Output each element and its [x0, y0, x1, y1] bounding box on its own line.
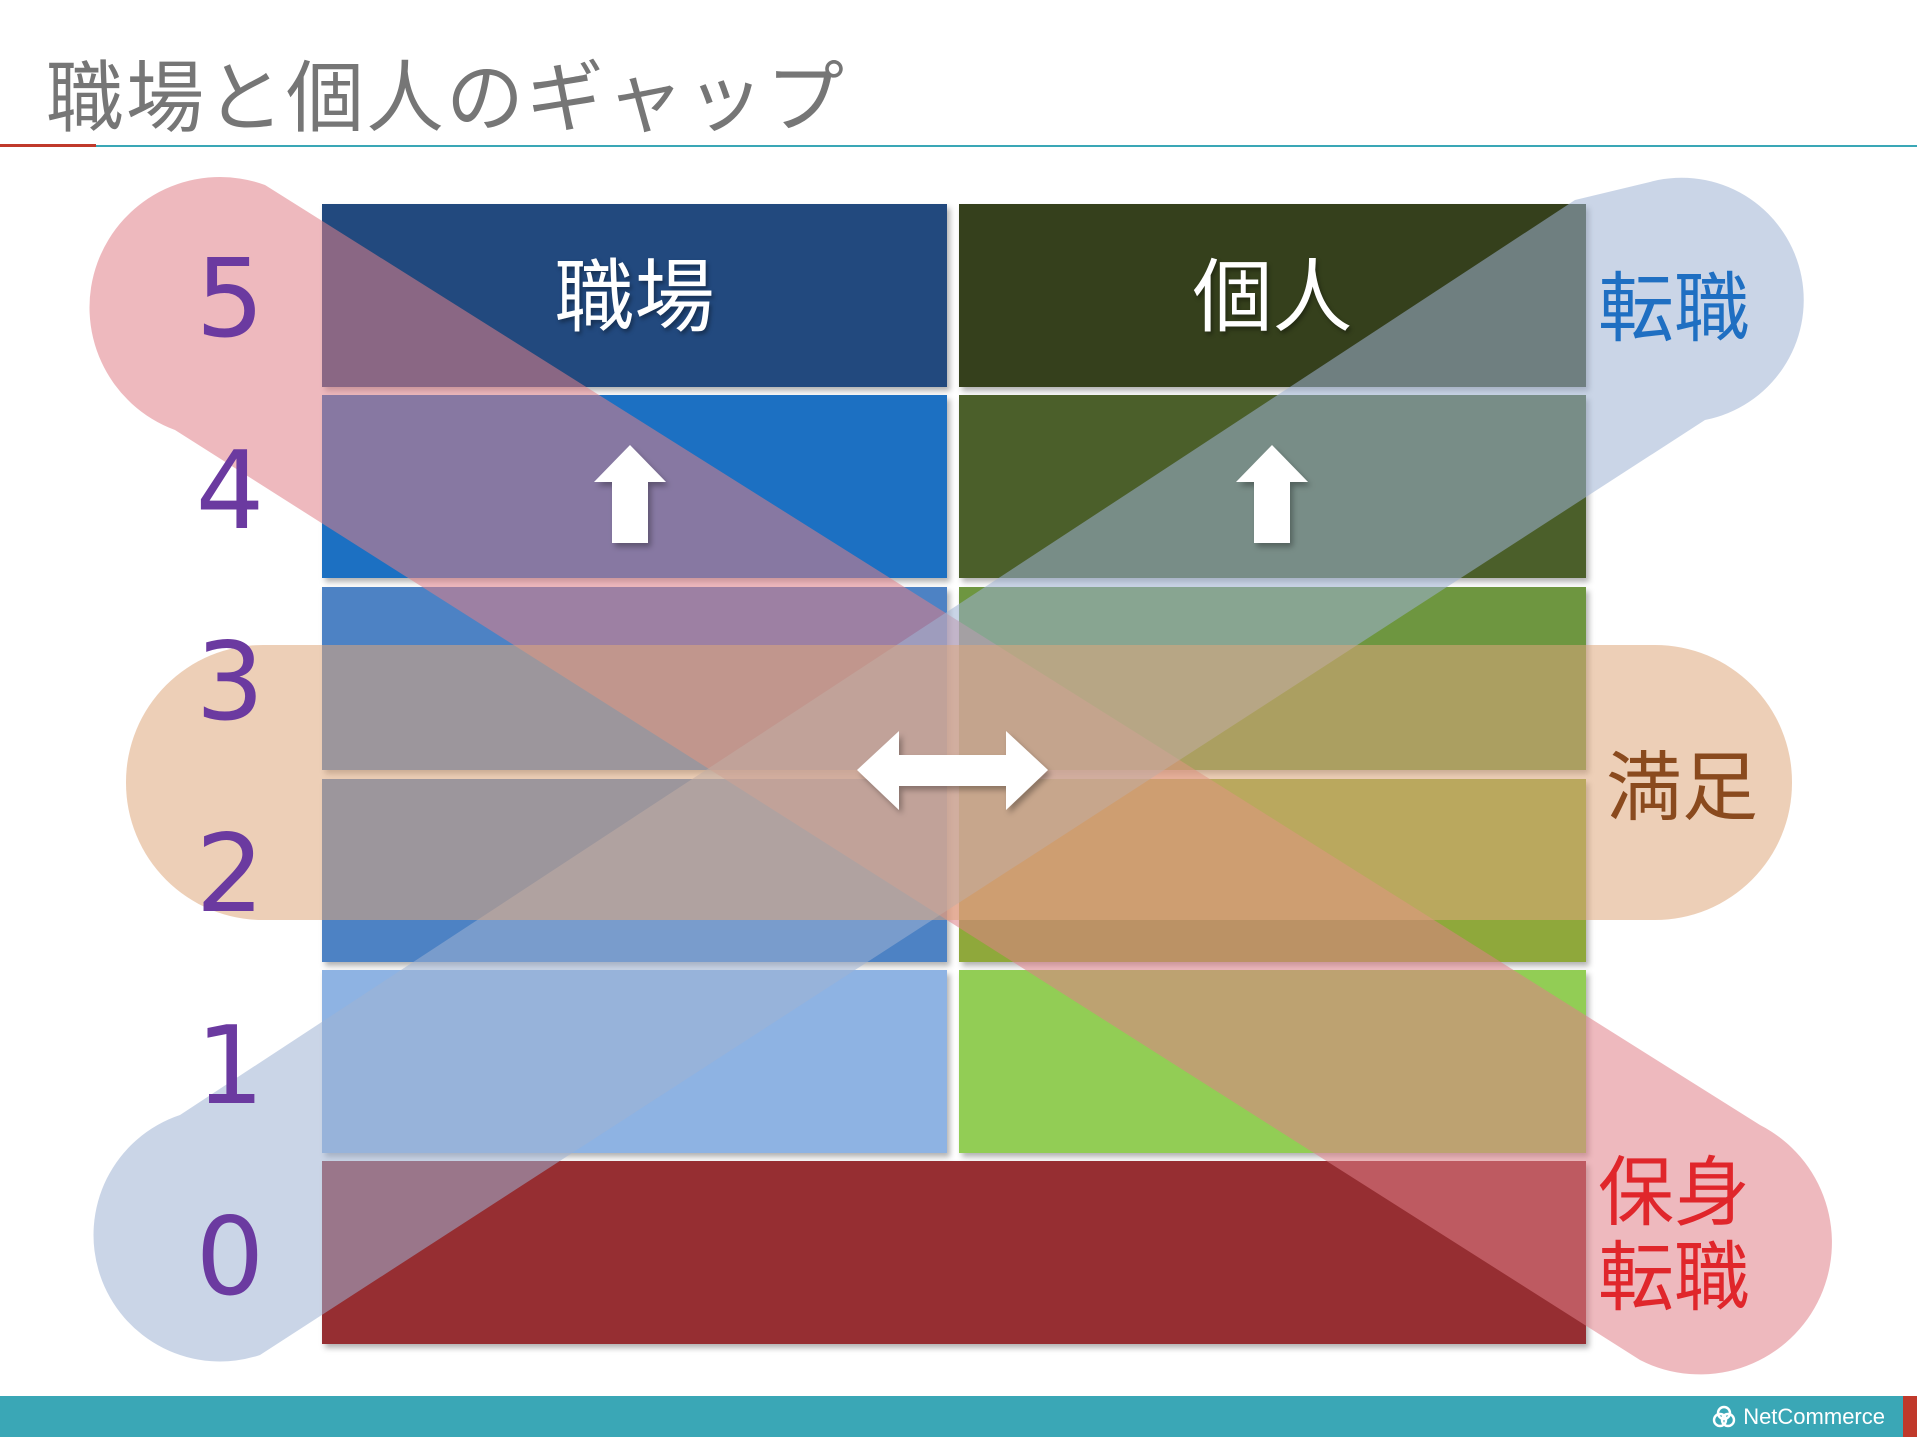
- level-number-1: 1: [195, 1004, 265, 1129]
- page-title: 職場と個人のギャップ: [46, 54, 847, 144]
- level-number-2: 2: [195, 812, 265, 937]
- left-right-arrow-icon: [857, 731, 1048, 810]
- label-self-protection: 保身: [1598, 1148, 1750, 1237]
- personal-header: 個人: [1192, 251, 1353, 344]
- level-number-3: 3: [195, 620, 265, 745]
- level-number-0: 0: [195, 1195, 265, 1320]
- label-self-protection-transfer: 保身 転職: [1592, 1150, 1756, 1320]
- netcommerce-logo-icon: [1712, 1405, 1736, 1428]
- level-number-5: 5: [195, 237, 265, 362]
- workplace-header: 職場: [554, 251, 715, 344]
- footer-bar: [0, 1396, 1917, 1437]
- up-arrow-icon: [1236, 445, 1308, 543]
- brand-name: NetCommerce: [1743, 1404, 1885, 1429]
- label-transfer-bottom: 転職: [1598, 1233, 1750, 1323]
- label-satisfaction: 満足: [1606, 743, 1758, 832]
- brand: NetCommerce: [1711, 1404, 1885, 1430]
- footer-accent: [1903, 1396, 1917, 1437]
- up-arrow-icon: [594, 445, 666, 543]
- title-rule-accent: [0, 144, 96, 147]
- label-transfer-top: 転職: [1598, 264, 1750, 353]
- level-number-4: 4: [195, 429, 265, 554]
- title-rule: [96, 145, 1917, 147]
